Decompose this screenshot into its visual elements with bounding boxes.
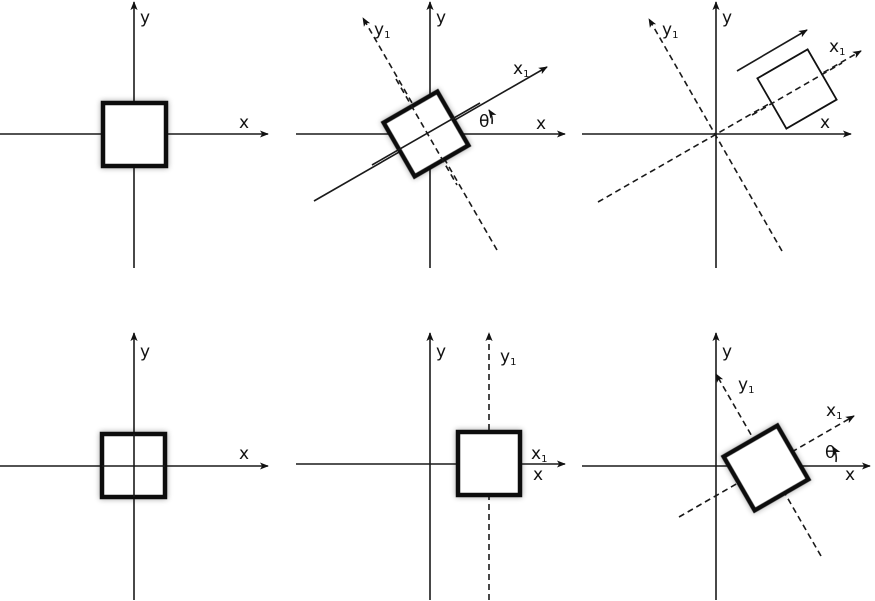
y1-base: y xyxy=(374,20,384,40)
x1-label: x1 xyxy=(531,444,547,465)
panel-2: x y θ x1 y1 xyxy=(296,1,566,268)
rotation-arc xyxy=(832,446,841,463)
x-label: x xyxy=(820,113,830,133)
x1-subscript: 1 xyxy=(836,411,842,422)
y-label: y xyxy=(436,342,446,362)
y-label: y xyxy=(140,8,150,28)
y1-label: y1 xyxy=(374,20,390,41)
y-label: y xyxy=(722,342,732,362)
x1-base: x xyxy=(829,37,839,57)
y1-base: y xyxy=(500,347,510,367)
y-label: y xyxy=(722,8,732,28)
x1-subscript: 1 xyxy=(523,69,529,80)
y1-label: y1 xyxy=(738,375,754,396)
theta-label: θ xyxy=(479,112,489,132)
y1-label: y1 xyxy=(662,20,678,41)
y1-subscript: 1 xyxy=(510,357,516,368)
y1-inside xyxy=(395,78,458,186)
x-label: x xyxy=(845,465,855,485)
theta-label: θ xyxy=(825,443,835,463)
translation-arrow xyxy=(736,29,808,72)
y1-base: y xyxy=(662,20,672,40)
x1-inside xyxy=(371,102,481,166)
panel-6: x y θ x1 y1 xyxy=(582,332,871,600)
rotated-square xyxy=(720,422,812,514)
x1-base: x xyxy=(826,401,836,421)
square xyxy=(455,429,523,498)
x-label: x xyxy=(533,465,543,485)
y-label: y xyxy=(140,342,150,362)
y1-subscript: 1 xyxy=(748,385,754,396)
x1-label: x1 xyxy=(513,59,529,80)
x1-base: x xyxy=(513,59,523,79)
y1-axis xyxy=(648,18,783,252)
x1-subscript: 1 xyxy=(839,47,845,58)
panel-4: x y xyxy=(0,332,269,600)
panel-5: x y x1 y1 xyxy=(296,332,566,600)
x1-subscript: 1 xyxy=(541,454,547,465)
square xyxy=(100,100,169,169)
x-label: x xyxy=(239,444,249,464)
panel-3: x y x1 y1 xyxy=(582,1,862,268)
y-label: y xyxy=(436,8,446,28)
x-label: x xyxy=(239,113,249,133)
square xyxy=(720,422,812,514)
x1-base: x xyxy=(531,444,541,464)
x1-label: x1 xyxy=(826,401,842,422)
y1-base: y xyxy=(738,375,748,395)
x1-inside xyxy=(751,62,843,116)
y1-subscript: 1 xyxy=(384,30,390,41)
panel-1: x y xyxy=(0,1,269,268)
x-label: x xyxy=(536,114,546,134)
y1-label: y1 xyxy=(500,347,516,368)
x1-label: x1 xyxy=(829,37,845,58)
y1-subscript: 1 xyxy=(672,30,678,41)
rotation-arc xyxy=(488,109,497,125)
